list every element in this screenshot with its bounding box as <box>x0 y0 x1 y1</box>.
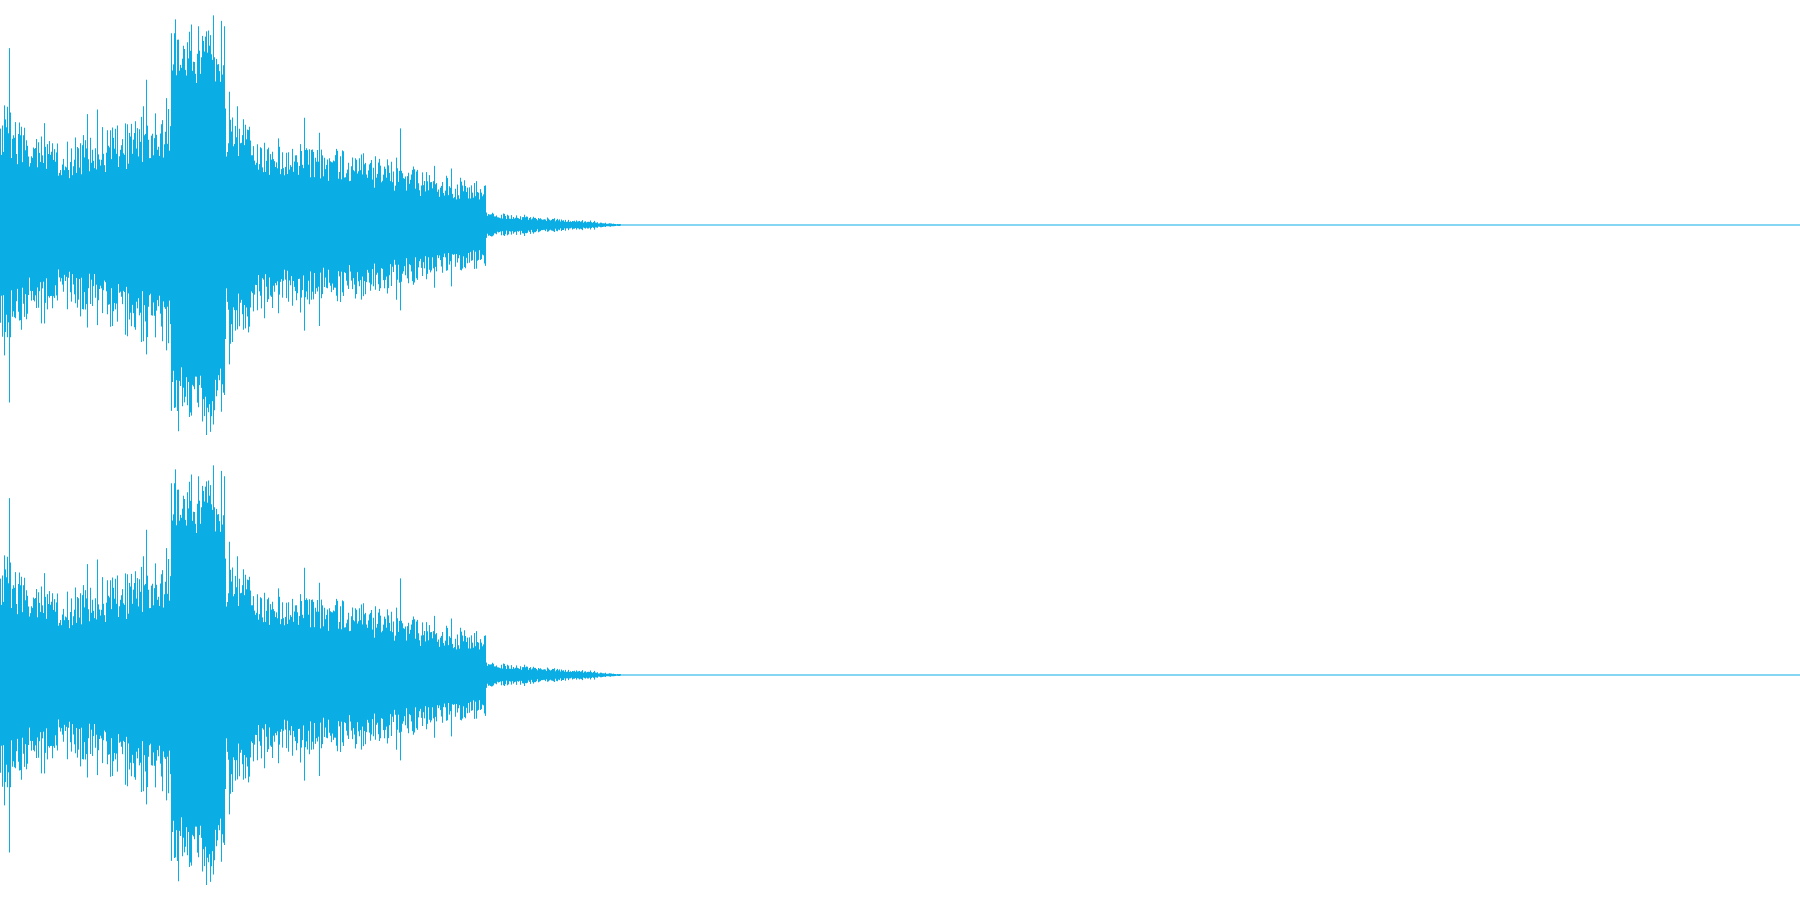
waveform-right-svg <box>0 465 1800 885</box>
waveform-left-svg <box>0 15 1800 435</box>
waveform-channel-left <box>0 15 1800 435</box>
waveform-channel-right <box>0 450 1800 900</box>
waveform-trace <box>0 465 1800 885</box>
waveform-trace <box>0 15 1800 435</box>
